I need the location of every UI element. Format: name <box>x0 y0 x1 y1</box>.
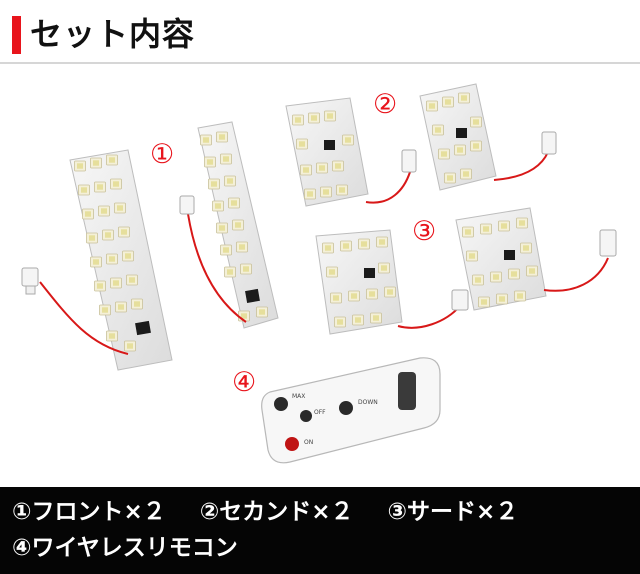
bulb-socket-a <box>21 267 39 295</box>
page-title: セット内容 <box>30 15 196 53</box>
marker-3: ③ <box>412 216 437 247</box>
caption-row-2: ④ワイヤレスリモコン <box>12 533 238 563</box>
led-panel-third-a <box>315 229 403 335</box>
remote-label-off: OFF <box>314 409 326 416</box>
caption-item-remote: ④ワイヤレスリモコン <box>12 535 238 561</box>
led-panel-third-b <box>455 207 547 311</box>
remote-label-on: ON <box>304 439 313 446</box>
header-accent-bar <box>12 16 21 54</box>
wireless-remote: MAX OFF DOWN ON <box>261 357 441 464</box>
caption-item-front: ①フロント×２ <box>12 499 166 525</box>
product-photo: MAX OFF DOWN ON <box>21 83 617 464</box>
bulb-socket-e <box>451 289 469 311</box>
led-panel-front-b <box>197 121 279 329</box>
caption-item-third: ③サード×２ <box>387 499 519 525</box>
marker-1: ① <box>150 139 175 170</box>
caption-row-1: ①フロント×２ ②セカンド×２ ③サード×２ <box>12 497 518 527</box>
caption-item-second: ②セカンド×２ <box>199 499 354 525</box>
led-panel-front-a <box>69 149 173 371</box>
contents-caption: ①フロント×２ ②セカンド×２ ③サード×２ ④ワイヤレスリモコン <box>0 487 640 574</box>
marker-4: ④ <box>232 367 257 398</box>
bulb-socket-c <box>401 149 417 173</box>
led-panel-second-a <box>285 97 369 207</box>
bulb-socket-d <box>541 131 557 155</box>
led-panel-second-b <box>419 83 497 191</box>
header-divider <box>0 62 640 64</box>
remote-label-max: MAX <box>292 393 305 400</box>
remote-label-down: DOWN <box>358 399 378 406</box>
header: セット内容 <box>0 0 640 64</box>
marker-2: ② <box>373 89 398 120</box>
bulb-socket-f <box>599 229 617 257</box>
bulb-socket-b <box>179 195 195 215</box>
